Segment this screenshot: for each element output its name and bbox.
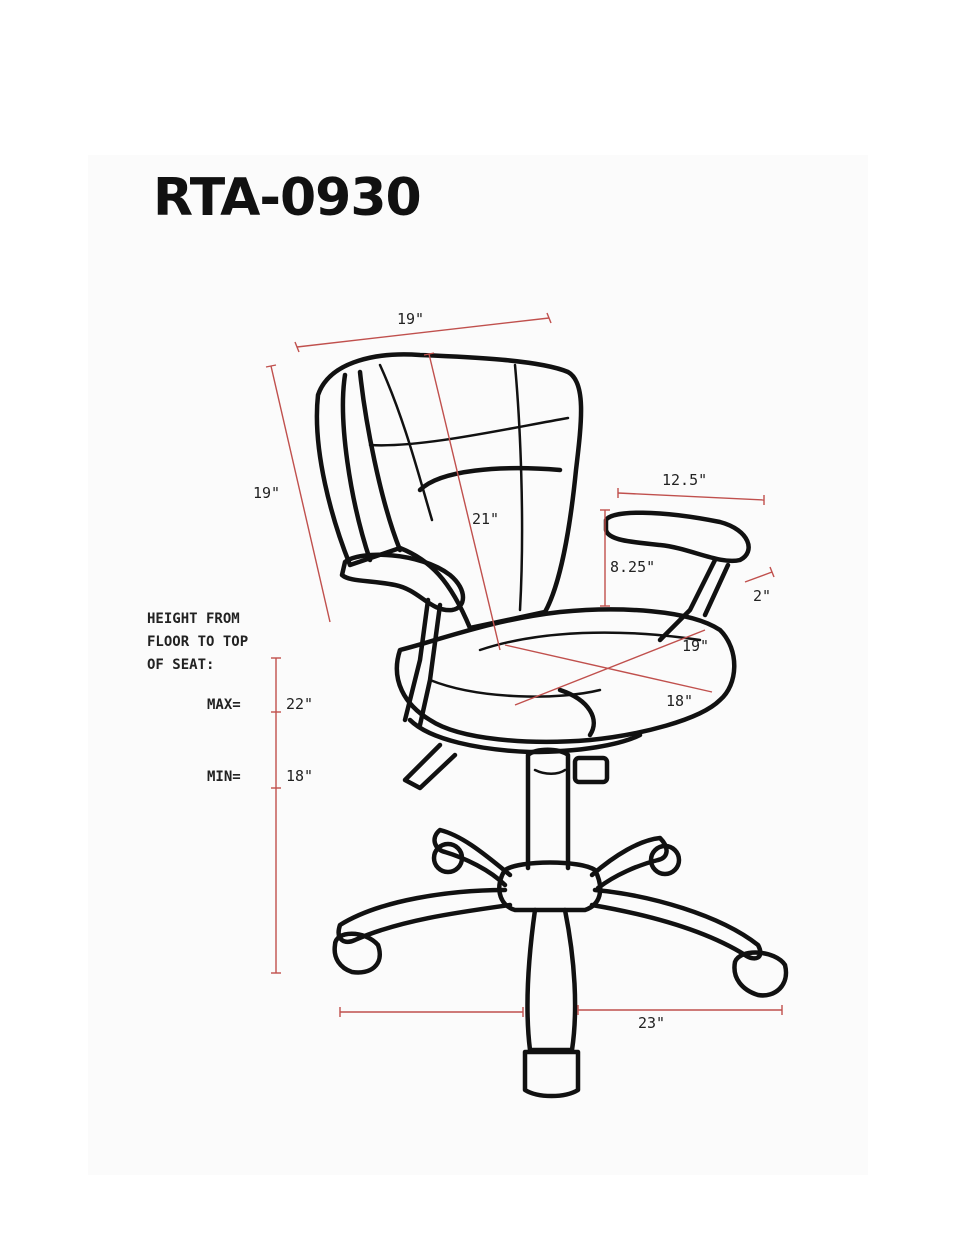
seat-width-line [514,629,706,706]
backrest-stitch-2 [378,363,434,522]
back-depth-label: 21" [472,510,499,528]
backrest-side [340,372,373,563]
back-height-label: 19" [253,484,280,502]
seat-seam [478,631,702,652]
caster-front [522,1049,581,1099]
drawing-sheet [88,155,868,1175]
seat-front-roll [428,678,602,698]
backrest-seam-top [368,416,570,447]
model-number: RTA-0930 [153,168,422,228]
right-arm-support [657,557,731,643]
base-leg-right [589,887,763,961]
backrest-panel [417,465,563,493]
base-leg-front [525,907,578,1053]
base-diameter-label: 23" [638,1014,665,1032]
min-height-value: 18" [286,767,313,785]
left-armrest [339,552,466,613]
dimension-lines [265,312,783,1017]
height-note-line1: HEIGHT FROM [147,611,240,627]
caster-right [732,950,789,998]
base-leg-left [336,887,513,945]
backrest-stitch [513,363,524,612]
dimension-labels: 19" 19" 21" 12.5" 8.25" 2" 19" 18" 23" [253,310,771,1032]
tilt-lever [402,742,458,791]
cylinder-ring [533,768,567,775]
arm-height-label: 8.25" [610,558,655,576]
gas-cylinder [525,747,571,871]
base-hub [497,860,603,913]
arm-length-label: 12.5" [662,471,707,489]
chair-illustration [314,352,789,1099]
max-height-value: 22" [286,695,313,713]
arm-width-line [744,571,773,583]
height-note-line3: OF SEAT: [147,657,214,673]
back-width-line [296,317,550,348]
base-leg-back-right [589,835,669,891]
min-height-label: MIN= [207,769,241,785]
base-leg-back-left [432,827,513,888]
arm-width-label: 2" [753,587,771,605]
seat-depth-line [504,644,713,693]
caster-back-left [431,841,465,875]
right-armrest [603,510,751,564]
seat-width-label: 19" [682,637,709,655]
seat-cushion [394,607,737,745]
casters [332,841,789,1099]
arm-length-line [617,492,765,501]
caster-back-right [648,843,682,877]
seat-front-edge [557,687,596,738]
back-height-line [270,365,331,623]
caster-left [332,931,382,975]
height-note-line2: FLOOR TO TOP [147,634,248,650]
height-note: HEIGHT FROM FLOOR TO TOP OF SEAT: MAX= 2… [147,611,313,785]
max-height-label: MAX= [207,697,241,713]
back-depth-line [428,353,501,651]
backrest-outline [314,352,584,631]
seat-depth-label: 18" [666,692,693,710]
back-width-label: 19" [397,310,424,328]
backrest-side-inner [357,369,403,553]
height-knob [572,755,610,785]
